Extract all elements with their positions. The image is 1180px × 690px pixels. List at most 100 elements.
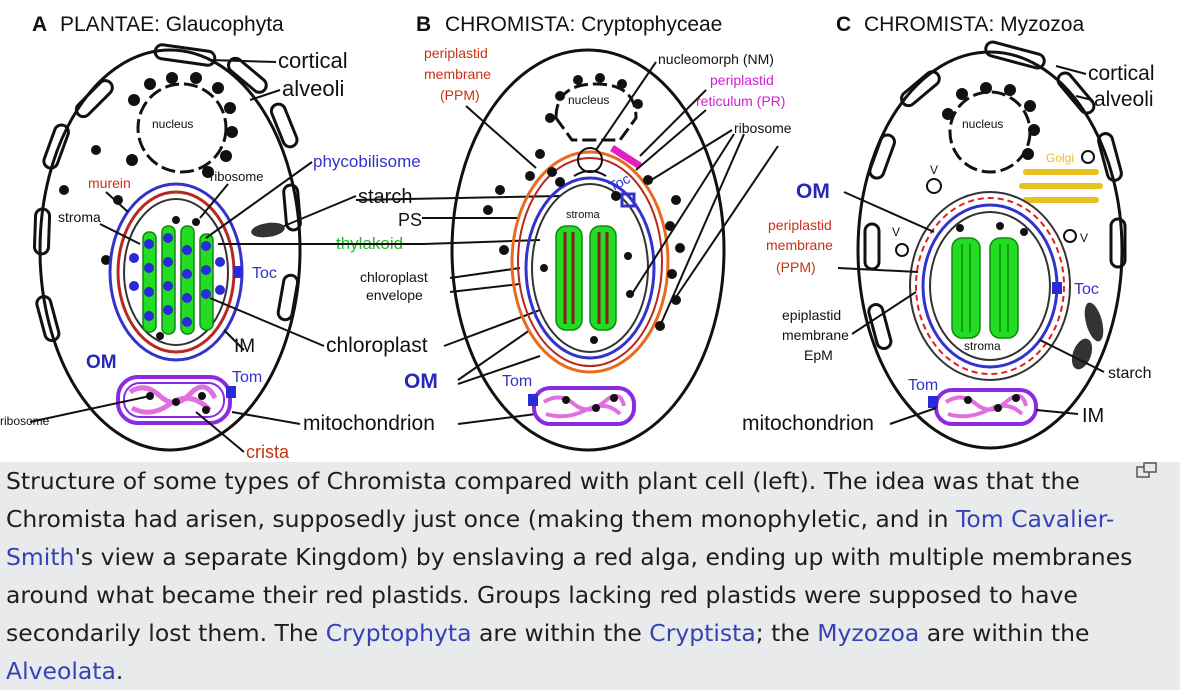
caption-text-4: ; the <box>755 619 818 647</box>
panel-c-title: CHROMISTA: Myzozoa <box>864 13 1084 36</box>
epm-label-2: membrane <box>782 327 849 343</box>
ribosome-label-b: ribosome <box>734 120 792 136</box>
starch-label: starch <box>358 186 412 208</box>
ribosomes <box>59 145 123 265</box>
murein-label: murein <box>88 175 131 191</box>
vesicle-label-2: V <box>892 225 900 239</box>
starch-grain-c-2 <box>1071 338 1093 370</box>
panel-b: B CHROMISTA: Cryptophyceae nucleus <box>416 13 792 452</box>
vesicle-label-3: V <box>1080 231 1088 245</box>
caption-text-6: . <box>115 657 124 685</box>
panel-b-leader-lines <box>465 61 779 327</box>
alveoli-label: alveoli <box>282 76 344 101</box>
link-cryptista[interactable]: Cryptista <box>649 619 756 647</box>
starch-label-c: starch <box>1108 365 1152 382</box>
panel-c-letter: C <box>836 13 851 36</box>
im-label-c: IM <box>1082 405 1104 427</box>
om-label-c: OM <box>796 180 830 203</box>
panel-b-letter: B <box>416 13 431 36</box>
panel-a-leader-lines <box>29 59 281 453</box>
expand-icon[interactable] <box>1136 462 1158 478</box>
panel-a-letter: A <box>32 13 47 36</box>
phycobilisome-label: phycobilisome <box>313 152 421 171</box>
om-label-mid: OM <box>404 370 438 393</box>
mitochondrion-c <box>928 388 1038 426</box>
stroma-label: stroma <box>58 209 101 225</box>
tom-label: Tom <box>232 369 262 386</box>
ppm-label-b-1: periplastid <box>424 45 488 61</box>
nucleus <box>126 72 238 178</box>
cell-outline-b <box>450 48 726 452</box>
pr-label-1: periplastid <box>710 72 774 88</box>
nucleus-label-b: nucleus <box>568 93 609 107</box>
ribosome-label-2: ribosome <box>0 414 50 428</box>
cortical-label: cortical <box>278 48 348 73</box>
chloroplast-label: chloroplast <box>326 334 428 357</box>
chloroplast-envelope-label-2: envelope <box>366 287 423 303</box>
nucleus-c <box>942 82 1040 174</box>
mitochondrion <box>116 375 236 425</box>
chloroplast-envelope-label-1: chloroplast <box>360 269 428 285</box>
cortical-label-c: cortical <box>1088 62 1155 85</box>
tom-label-b: Tom <box>502 373 532 390</box>
panel-c-leader-lines <box>837 65 1105 425</box>
tom-label-c: Tom <box>908 377 938 394</box>
ribosome-label: ribosome <box>210 169 263 184</box>
shared-leader-lines <box>205 161 561 425</box>
mitochondrion-label: mitochondrion <box>303 412 435 435</box>
chloroplast <box>108 182 244 362</box>
nucleomorph-label: nucleomorph (NM) <box>658 51 774 67</box>
stroma-label-b: stroma <box>566 209 601 221</box>
panel-a-title: PLANTAE: Glaucophyta <box>60 13 284 36</box>
ppm-label-c-2: membrane <box>766 237 833 253</box>
caption-text-1: Structure of some types of Chromista com… <box>6 467 1080 533</box>
caption-text-2: 's view a separate Kingdom) by enslaving… <box>6 543 1133 647</box>
crista-label: crista <box>246 442 290 462</box>
panel-c: C CHROMISTA: Myzozoa nucleus Golgi <box>742 13 1155 450</box>
diagram-svg: A PLANTAE: Glaucophyta nucleus murein <box>0 13 1155 462</box>
chloroplast-c <box>909 191 1071 381</box>
ribosomes-b <box>483 149 685 331</box>
panel-b-title: CHROMISTA: Cryptophyceae <box>445 13 722 36</box>
im-label: IM <box>234 336 255 357</box>
link-alveolata[interactable]: Alveolata <box>6 657 116 685</box>
pr-label-2: reticulum (PR) <box>696 93 785 109</box>
nucleus-label: nucleus <box>152 117 193 131</box>
caption-text-3: are within the <box>471 619 650 647</box>
epm-label-3: EpM <box>804 347 833 363</box>
epm-label-1: epiplastid <box>782 307 841 323</box>
mitochondrion-label-c: mitochondrion <box>742 412 874 435</box>
golgi-label: Golgi <box>1046 151 1074 165</box>
nucleus-b <box>545 73 643 142</box>
cortical-alveoli-c <box>863 40 1127 350</box>
link-tom-cavalier-smith[interactable]: Tom Cavalier-Smith <box>6 505 1115 571</box>
cortical-alveoli <box>32 43 302 342</box>
caption-text-5: are within the <box>919 619 1090 647</box>
link-myzozoa[interactable]: Myzozoa <box>817 619 920 647</box>
nucleus-label-c: nucleus <box>962 117 1003 131</box>
ppm-label-b-3: (PPM) <box>440 87 480 103</box>
ps-label: PS <box>398 210 422 230</box>
figure-diagram: A PLANTAE: Glaucophyta nucleus murein <box>0 0 1180 462</box>
vesicles <box>895 178 1077 257</box>
chloroplast-b <box>510 145 670 374</box>
cell-outline <box>38 48 302 452</box>
stroma-label-c: stroma <box>964 339 1001 353</box>
starch-grain-c-1 <box>1084 302 1104 342</box>
toc-label: Toc <box>252 265 277 282</box>
golgi <box>1019 150 1103 203</box>
panel-a: A PLANTAE: Glaucophyta nucleus murein <box>0 13 348 462</box>
vesicle-label-1: V <box>930 163 938 177</box>
shared-labels: phycobilisome starch PS thylakoid chloro… <box>205 152 561 435</box>
ppm-label-c-1: periplastid <box>768 217 832 233</box>
ppm-label-c-3: (PPM) <box>776 259 816 275</box>
ppm-label-b-2: membrane <box>424 66 491 82</box>
link-cryptophyta[interactable]: Cryptophyta <box>325 619 472 647</box>
om-label: OM <box>86 352 117 373</box>
toc-label-c: Toc <box>1074 281 1099 298</box>
figure-caption: Structure of some types of Chromista com… <box>6 462 1136 690</box>
cell-outline-c <box>856 50 1124 450</box>
starch-grain <box>251 222 285 238</box>
mitochondrion-b <box>528 386 636 426</box>
alveoli-label-c: alveoli <box>1094 88 1154 111</box>
